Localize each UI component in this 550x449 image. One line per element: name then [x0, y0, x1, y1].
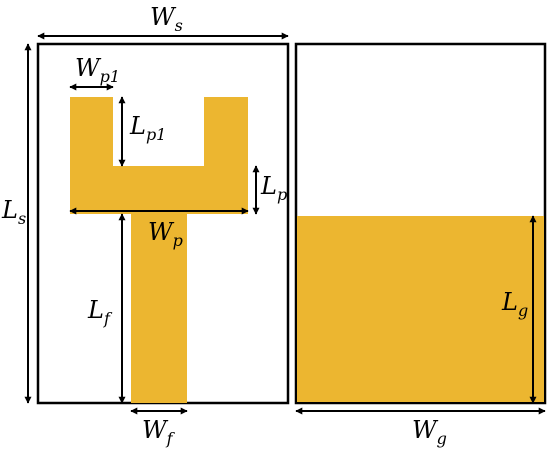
label-ws: Ws	[150, 3, 183, 35]
dimension-arrows	[24, 32, 546, 415]
u-shaped-patch	[70, 97, 248, 214]
dimension-labels: Ws Ls Wp1 Lp1 Lp Wp Lf Wf Lg Wg	[1, 3, 528, 448]
label-wg: Wg	[412, 416, 447, 448]
label-lg: Lg	[501, 288, 528, 320]
feed-line	[131, 214, 187, 403]
label-lp: Lp	[260, 172, 287, 204]
label-wp: Wp	[148, 218, 183, 250]
label-wf: Wf	[142, 416, 176, 448]
front-view	[36, 42, 290, 405]
label-lp1: Lp1	[129, 112, 166, 144]
label-wp1: Wp1	[75, 54, 120, 86]
label-ls: Ls	[1, 196, 26, 228]
ground-plane	[297, 216, 544, 402]
label-lf: Lf	[87, 296, 113, 328]
back-view	[294, 42, 547, 405]
